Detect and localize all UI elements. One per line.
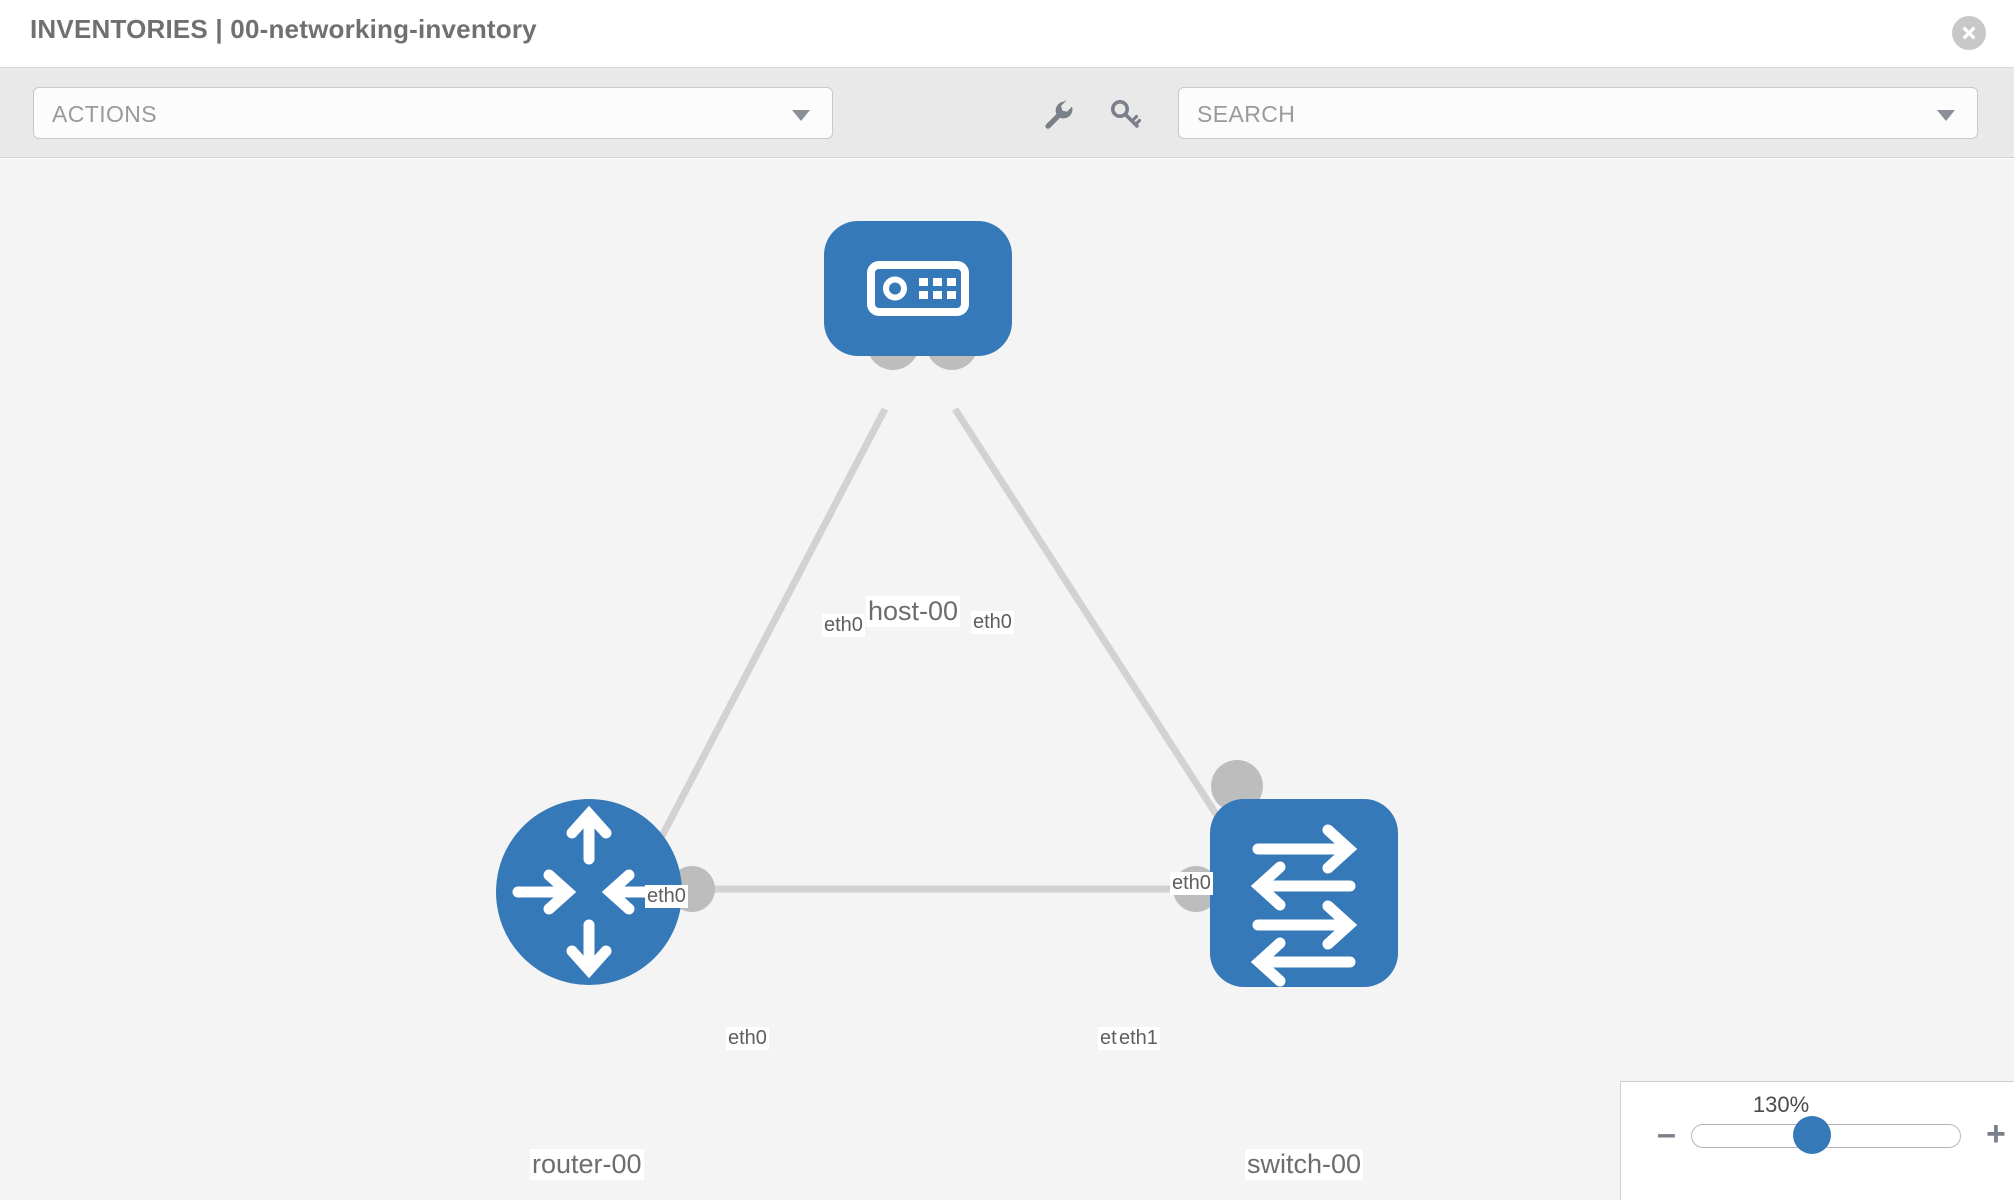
page-header: INVENTORIES | 00-networking-inventory [0,0,2014,68]
interface-label-switch00-link-eth0: eth0 [1170,872,1213,895]
link-layer [640,407,1250,893]
chevron-down-icon [792,110,810,121]
switch-arrows-icon [1250,824,1358,987]
page-title: INVENTORIES | 00-networking-inventory [30,14,537,44]
node-host-00 [824,221,1012,356]
chevron-down-icon[interactable] [1937,110,1955,121]
interface-label-switch00-eth1: eth1 [1117,1027,1160,1050]
zoom-level-value: 130% [1752,1092,1810,1117]
node-label-host-00: host-00 [866,596,961,628]
interface-label-host00-eth0-right: eth0 [971,611,1014,634]
router-arrows-icon [512,805,666,979]
zoom-control-panel: 130% – + [1620,1081,2014,1200]
search-input[interactable]: SEARCH [1178,87,1978,139]
handle-layer [669,318,1263,912]
interface-label-host00-eth0-left: eth0 [822,614,865,637]
wrench-icon[interactable] [1040,96,1076,132]
link-host00-switch00 [952,407,1248,861]
interface-label-router00-link-eth0: eth0 [645,885,688,908]
key-icon[interactable] [1107,96,1143,132]
node-label-switch-00: switch-00 [1245,1149,1364,1181]
interface-label-router00-eth0: eth0 [726,1027,769,1050]
topology-graph [496,221,1398,987]
node-router-00 [496,799,682,985]
node-label-router-00: router-00 [530,1149,644,1181]
actions-dropdown[interactable]: ACTIONS [33,87,833,139]
link-host00-router00 [646,407,889,861]
node-switch-00 [1210,799,1398,987]
zoom-in-button[interactable]: + [1986,1115,2006,1153]
zoom-slider-thumb[interactable] [1793,1116,1831,1154]
search-placeholder: SEARCH [1197,101,1296,127]
server-appliance-icon [867,261,969,316]
zoom-out-button[interactable]: – [1657,1115,1676,1153]
toolbar: ACTIONS SEARCH [0,68,2014,158]
topology-canvas[interactable]: eth0 host-00 eth0 eth0 eth0 eth0 eth0 et… [0,159,2014,1200]
close-icon[interactable] [1952,16,1986,50]
actions-dropdown-label: ACTIONS [52,101,158,127]
